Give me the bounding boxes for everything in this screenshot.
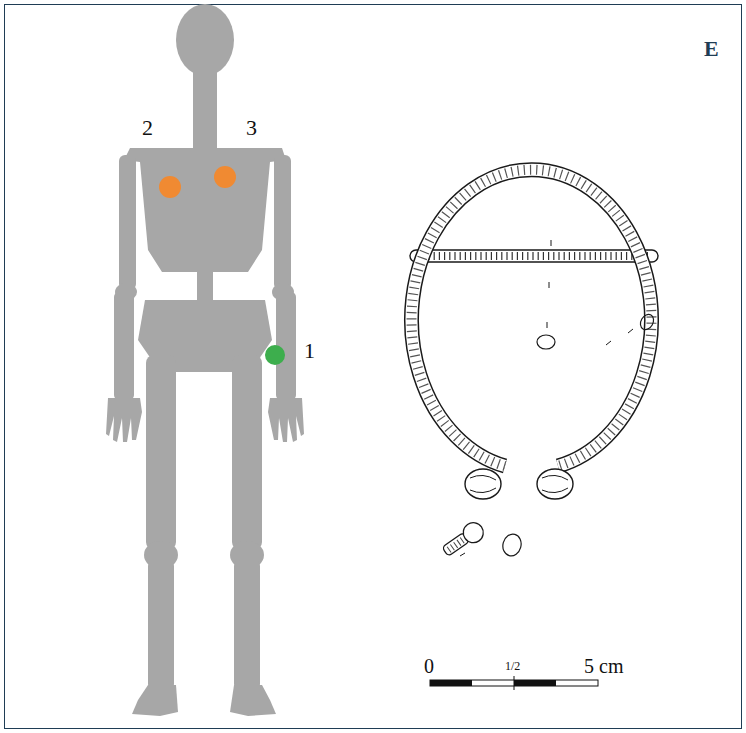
find-marker-orange xyxy=(214,166,236,188)
skeleton-silhouette xyxy=(106,4,304,716)
callout-number: 3 xyxy=(246,117,257,139)
scale-label: 5 cm xyxy=(584,656,623,676)
bracelet-drawing xyxy=(410,170,658,561)
panel-letter: E xyxy=(704,38,719,60)
scale-bar xyxy=(430,676,598,690)
callout-number: 1 xyxy=(304,340,315,362)
find-marker-green xyxy=(265,345,285,365)
callout-number: 2 xyxy=(142,117,153,139)
frame xyxy=(5,5,742,729)
scale-label: 0 xyxy=(424,656,434,676)
find-marker-orange xyxy=(159,176,181,198)
scale-label: 1/2 xyxy=(505,660,520,672)
